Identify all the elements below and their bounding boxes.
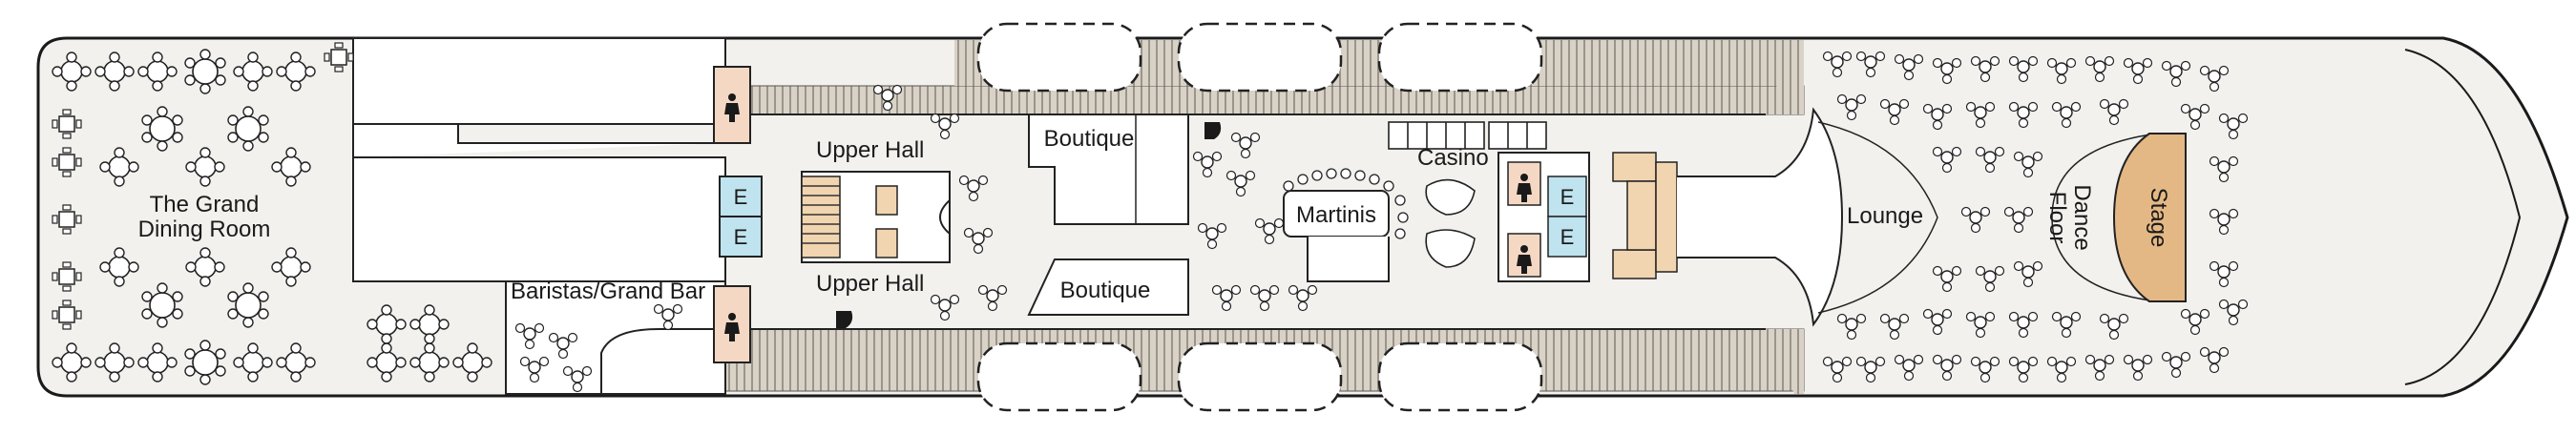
casino-label: Casino	[1417, 145, 1489, 171]
restroom-fwd-bottom	[713, 285, 751, 363]
casino-tables	[1388, 121, 1547, 268]
boutique-top-label: Boutique	[1044, 126, 1135, 152]
elevator-icon: E	[734, 185, 748, 209]
piano-icon	[1204, 122, 1222, 139]
stage	[2112, 133, 2187, 302]
deck-wedge-top	[1766, 40, 1804, 114]
dining-room-label-line2: Dining Room	[138, 217, 271, 242]
lounge-label: Lounge	[1847, 203, 1923, 229]
baristas-label: Baristas/Grand Bar	[511, 279, 705, 304]
boutique-bottom-room	[1027, 258, 1189, 316]
dance-floor-label-line1: Dance	[2069, 184, 2095, 250]
deck-wedge-bottom	[1766, 329, 1804, 394]
elevator-icon: E	[734, 225, 748, 249]
piano-icon	[836, 311, 853, 328]
upper-hall-top-label: Upper Hall	[816, 137, 924, 163]
martinis-label: Martinis	[1296, 202, 1376, 228]
boutique-bottom-label: Boutique	[1060, 278, 1151, 303]
restroom-fwd-top	[713, 66, 751, 144]
boutique-top-room	[1028, 114, 1189, 225]
lifeboats	[976, 22, 1543, 412]
martinis-seating	[1283, 168, 1409, 239]
dining-room-label-line1: The Grand	[150, 192, 260, 217]
lounge-rim	[1817, 121, 1938, 314]
hull-inner-line	[2404, 49, 2522, 385]
elevator-icon: E	[1560, 225, 1575, 249]
dance-floor-label-line2: Floor	[2044, 192, 2070, 244]
lounge-entry-arc	[1677, 107, 1844, 327]
upper-hall-bottom-label: Upper Hall	[816, 271, 924, 297]
elevator-icon: E	[1560, 185, 1575, 209]
elevators-fwd: E E	[719, 176, 763, 258]
stage-label: Stage	[2146, 188, 2171, 248]
atrium-staircase	[801, 176, 898, 258]
aft-staircase	[1612, 152, 1678, 279]
